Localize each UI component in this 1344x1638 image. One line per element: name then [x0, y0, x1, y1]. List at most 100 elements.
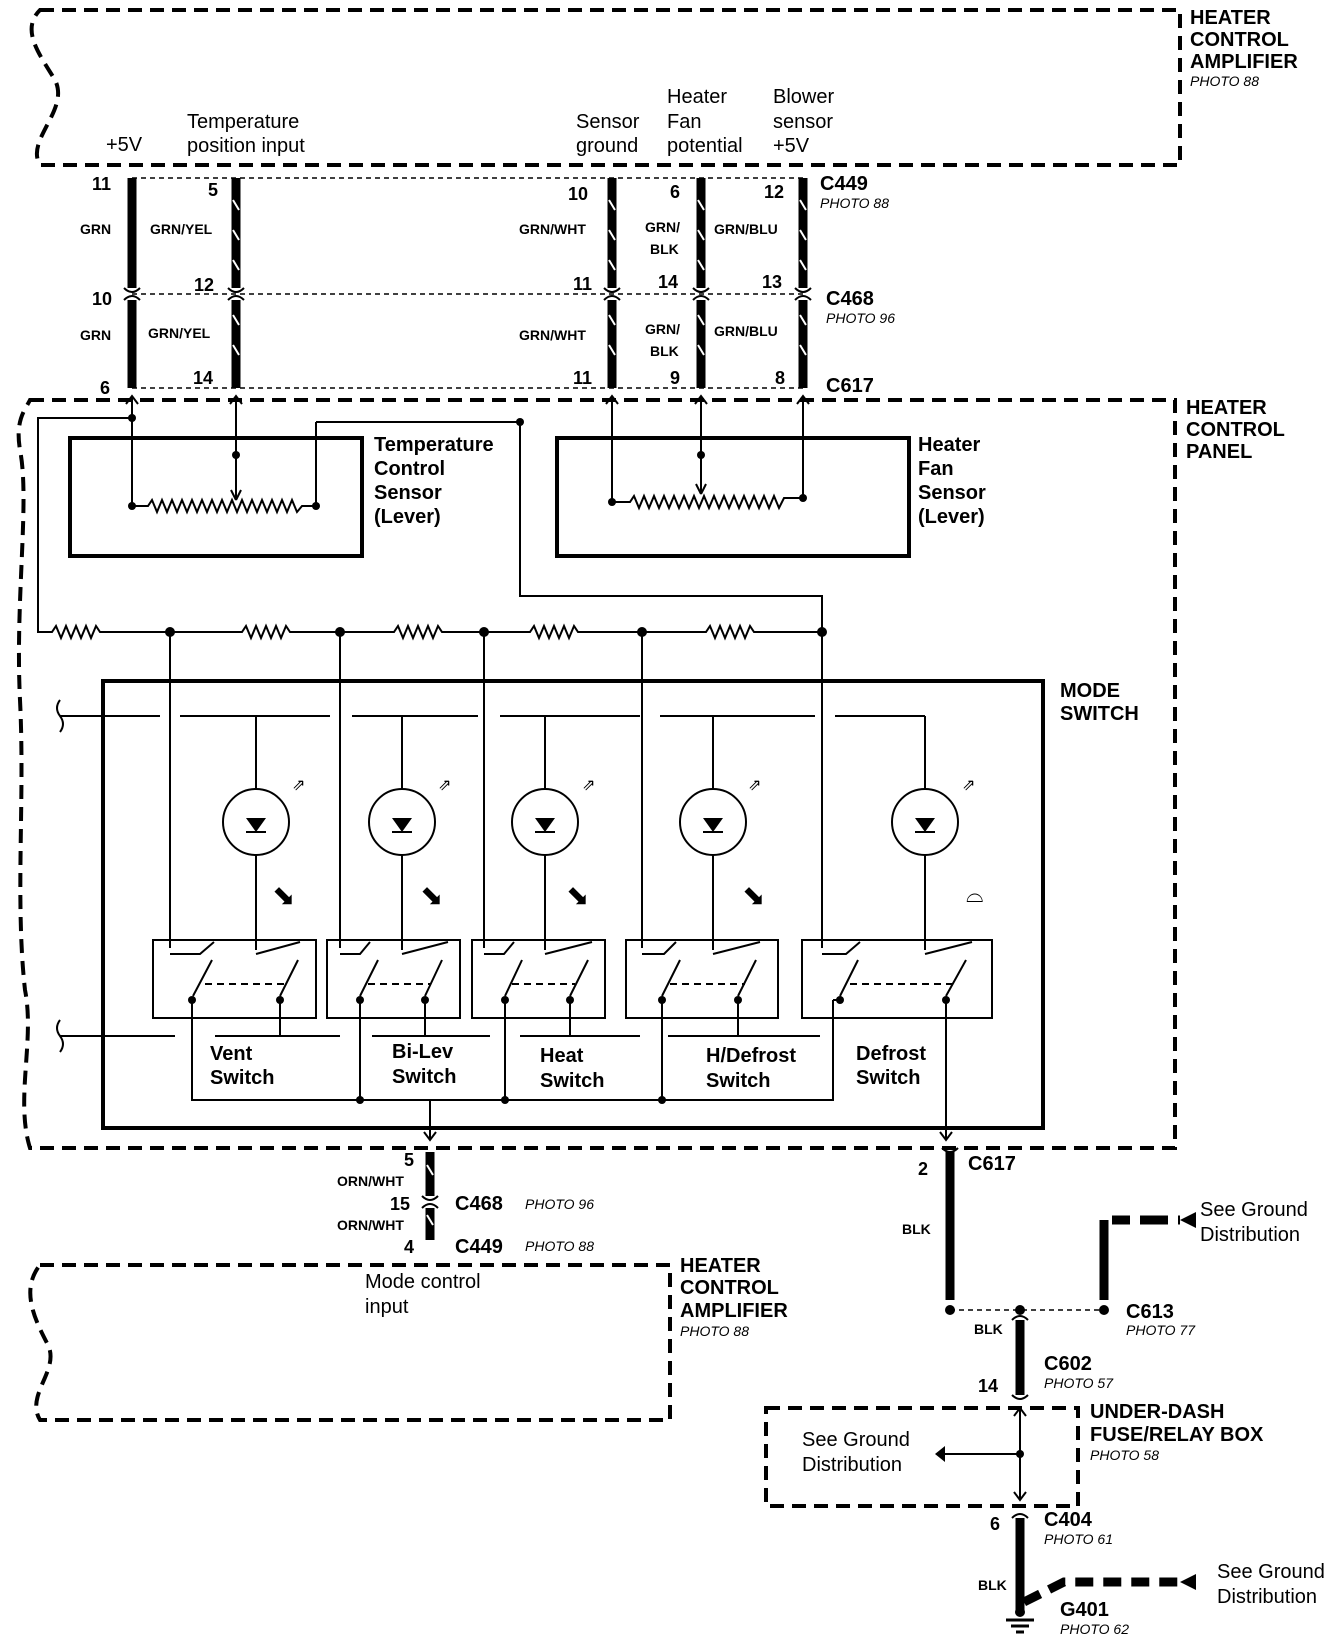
connector-c468-top-photo: PHOTO 96 [826, 310, 895, 326]
signal-blower-2: sensor [773, 111, 833, 133]
ground-symbol-icon [1006, 1607, 1034, 1634]
wire-grn-blk-1a: GRN/ [645, 219, 680, 235]
temp-sensor-label-3: Sensor [374, 482, 442, 504]
amplifier-top-title-1: HEATER [1190, 7, 1271, 29]
bilev-switch-label-1: Bi-Lev [392, 1041, 454, 1063]
pin-c404: 6 [990, 1514, 1000, 1534]
hdefrost-mode-icon: ⬊ [742, 879, 765, 912]
mode-control-harness: 5 ORN/WHT 15 ORN/WHT 4 C468 PHOTO 96 C44… [337, 1150, 594, 1258]
pin-c449-1: 11 [92, 174, 111, 194]
temp-sensor-label-1: Temperature [374, 434, 494, 456]
wire-orn-wht-1: ORN/WHT [337, 1173, 404, 1189]
connector-c449-bottom-photo: PHOTO 88 [525, 1238, 594, 1254]
pin-c602: 14 [978, 1376, 998, 1396]
signal-blower-1: Blower [773, 86, 834, 108]
switch-units: ⇗ ⬊ Vent Switch ⇗ ⬊ Bi-Lev Switch [152, 716, 993, 1142]
wire-grn-yel-1: GRN/YEL [150, 221, 213, 237]
defrost-switch-label-2: Switch [856, 1067, 920, 1089]
wire-orn-wht-2: ORN/WHT [337, 1217, 404, 1233]
hdefrost-led-icon: ⇗ [748, 775, 761, 794]
heat-switch-unit: ⇗ ⬊ Heat Switch [471, 716, 606, 1100]
heat-switch-label-2: Switch [540, 1070, 604, 1092]
heat-switch-label-1: Heat [540, 1045, 584, 1067]
vent-switch-label-2: Switch [210, 1067, 274, 1089]
wire-grn-2: GRN [80, 327, 111, 343]
pin-c468-5: 13 [762, 272, 782, 292]
signal-heater-fan-3: potential [667, 135, 743, 157]
control-panel-title-2: CONTROL [1186, 419, 1285, 441]
pin-c617-1: 6 [100, 378, 110, 398]
fuse-box-photo: PHOTO 58 [1090, 1447, 1159, 1463]
connector-c617-bottom: C617 [968, 1153, 1016, 1175]
defrost-switch-label-1: Defrost [856, 1043, 926, 1065]
ground-ref-3-line2: Distribution [1217, 1586, 1317, 1608]
wire-grn-blk-1b: BLK [650, 241, 679, 257]
pin-mode-c468: 15 [390, 1194, 410, 1214]
wire-grn-blu-1: GRN/BLU [714, 221, 778, 237]
pin-c449-2: 5 [208, 180, 218, 200]
connector-g401-photo: PHOTO 62 [1060, 1621, 1129, 1637]
connector-g401: G401 [1060, 1599, 1109, 1621]
mode-switch-box: MODE SWITCH [56, 679, 1139, 1130]
ground-ref-1-line1: See Ground [1200, 1199, 1308, 1221]
fan-sensor-label-1: Heater [918, 434, 980, 456]
pin-c617-4: 9 [670, 368, 680, 388]
connector-c468-bottom-photo: PHOTO 96 [525, 1196, 594, 1212]
amplifier-top-title-3: AMPLIFIER [1190, 51, 1298, 73]
fan-sensor-label-2: Fan [918, 458, 954, 480]
pin-c468-4: 14 [658, 272, 678, 292]
amplifier-top-title-2: CONTROL [1190, 29, 1289, 51]
connector-c468-top: C468 [826, 288, 874, 310]
pin-c449-3: 10 [568, 184, 588, 204]
signal-blower-3: +5V [773, 135, 810, 157]
bilev-switch-label-2: Switch [392, 1066, 456, 1088]
mode-control-input-1: Mode control [365, 1271, 481, 1293]
heat-mode-icon: ⬊ [566, 879, 589, 912]
amplifier-top-box: HEATER CONTROL AMPLIFIER PHOTO 88 [29, 7, 1298, 167]
vent-led-icon: ⇗ [292, 775, 305, 794]
vent-switch-label-1: Vent [210, 1043, 253, 1065]
control-panel-box: HEATER CONTROL PANEL [16, 397, 1285, 1150]
pin-c468-1: 10 [92, 289, 112, 309]
amplifier-bottom-title-1: HEATER [680, 1255, 761, 1277]
pin-c617-5: 8 [775, 368, 785, 388]
amplifier-bottom-title-2: CONTROL [680, 1277, 779, 1299]
temperature-sensor: Temperature Control Sensor (Lever) [68, 396, 520, 558]
signal-temp-pos-2: position input [187, 135, 305, 157]
pin-c468-2: 12 [194, 275, 214, 295]
pin-c449-4: 6 [670, 182, 680, 202]
ground-ref-2-line1: See Ground [802, 1429, 910, 1451]
wire-grn-blk-2b: BLK [650, 343, 679, 359]
fuse-box-title-1: UNDER-DASH [1090, 1401, 1224, 1423]
wire-grn-blu-2: GRN/BLU [714, 323, 778, 339]
ground-ref-2-line2: Distribution [802, 1454, 902, 1476]
resistor-ladder [37, 417, 827, 948]
pin-mode-c449: 4 [404, 1237, 414, 1257]
pin-c617-2: 14 [193, 368, 213, 388]
signal-sensor-ground-1: Sensor [576, 111, 640, 133]
temp-sensor-label-4: (Lever) [374, 506, 441, 528]
ground-ref-3-line1: See Ground [1217, 1561, 1325, 1583]
temp-sensor-label-2: Control [374, 458, 445, 480]
wire-grn-wht-2: GRN/WHT [519, 327, 586, 343]
control-panel-title-3: PANEL [1186, 441, 1252, 463]
pin-c449-5: 12 [764, 182, 784, 202]
hdefrost-switch-label-2: Switch [706, 1070, 770, 1092]
wire-blk-1: BLK [902, 1221, 931, 1237]
connector-c449-top: C449 [820, 173, 868, 195]
hdefrost-switch-unit: ⇗ ⬊ H/Defrost Switch [625, 716, 796, 1100]
connector-c602: C602 [1044, 1353, 1092, 1375]
fan-sensor-label-4: (Lever) [918, 506, 985, 528]
fuse-box-title-2: FUSE/RELAY BOX [1090, 1424, 1264, 1446]
amplifier-bottom-title-3: AMPLIFIER [680, 1300, 788, 1322]
vent-mode-icon: ⬊ [272, 879, 295, 912]
connector-c613-photo: PHOTO 77 [1126, 1322, 1196, 1338]
amplifier-top-photo: PHOTO 88 [1190, 73, 1259, 89]
signal-heater-fan-2: Fan [667, 111, 701, 133]
defrost-switch-unit: ⇗ ⌓ Defrost Switch [801, 716, 993, 1142]
mode-switch-title-1: MODE [1060, 680, 1120, 702]
control-panel-title-1: HEATER [1186, 397, 1267, 419]
signal-labels: +5V Temperature position input Sensor gr… [106, 86, 834, 157]
signal-sensor-ground-2: ground [576, 135, 638, 157]
